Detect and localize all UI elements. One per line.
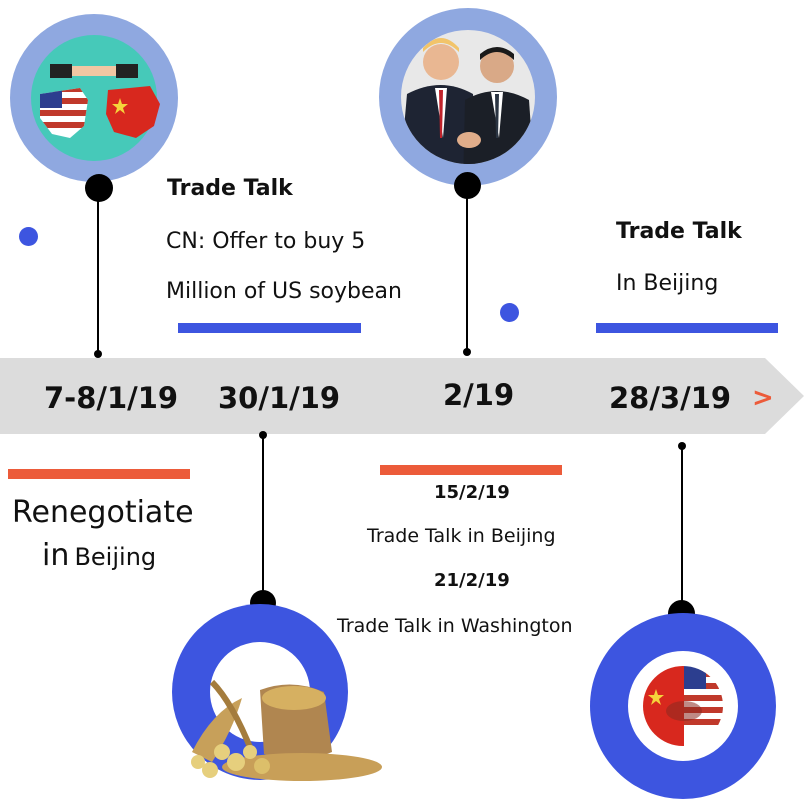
feb-text-2: Trade Talk in Washington: [337, 615, 573, 637]
decor-dot-2: [500, 303, 519, 322]
soybean-circle: [172, 604, 382, 781]
stem-event-2: [262, 436, 264, 602]
trade-talk-1-line-1: CN: Offer to buy 5: [166, 229, 366, 254]
timeline-date-2: 30/1/19: [218, 381, 341, 415]
stem-event-3: [466, 186, 468, 352]
renegotiate-in: in: [42, 538, 70, 573]
timeline-date-1: 7-8/1/19: [44, 381, 179, 415]
timeline-arrow: [0, 358, 804, 434]
leaders-circle: [379, 8, 557, 186]
decor-dot-1: [19, 227, 38, 246]
pin-event-3: [463, 348, 471, 356]
soybean-sack-photo: [191, 679, 382, 781]
pin-event-1: [94, 350, 102, 358]
trade-war-map-icon: [40, 64, 160, 138]
timeline-date-4: 28/3/19: [609, 381, 732, 415]
renegotiate-line-1: Renegotiate: [12, 495, 194, 530]
renegotiate-beijing: Beijing: [74, 543, 157, 571]
trade-talk-1-line-2: Million of US soybean: [166, 279, 402, 304]
blue-bar-event-2: [178, 323, 361, 333]
trade-talk-2-title: Trade Talk: [616, 219, 742, 244]
blue-bar-event-4: [596, 323, 778, 333]
timeline-date-3: 2/19: [443, 378, 515, 412]
feb-text-1: Trade Talk in Beijing: [367, 525, 556, 547]
stem-event-4: [681, 446, 683, 610]
pin-event-2: [259, 431, 267, 439]
feb-date-2: 21/2/19: [434, 570, 510, 591]
trade-war-circle: [10, 14, 178, 182]
feb-date-1: 15/2/19: [434, 482, 510, 503]
stem-event-1: [97, 188, 99, 354]
trade-talk-2-line-1: In Beijing: [616, 271, 719, 296]
knob-event-1: [85, 174, 113, 202]
timeline-arrow-glyph: >: [752, 383, 774, 413]
leaders-handshake-photo: [401, 30, 535, 164]
trade-talk-1-title: Trade Talk: [167, 176, 293, 201]
renegotiate-line-2: in Beijing: [42, 538, 156, 573]
orange-bar-event-1: [8, 469, 190, 479]
orange-bar-event-3: [380, 465, 562, 475]
flags-circle: [590, 613, 776, 799]
